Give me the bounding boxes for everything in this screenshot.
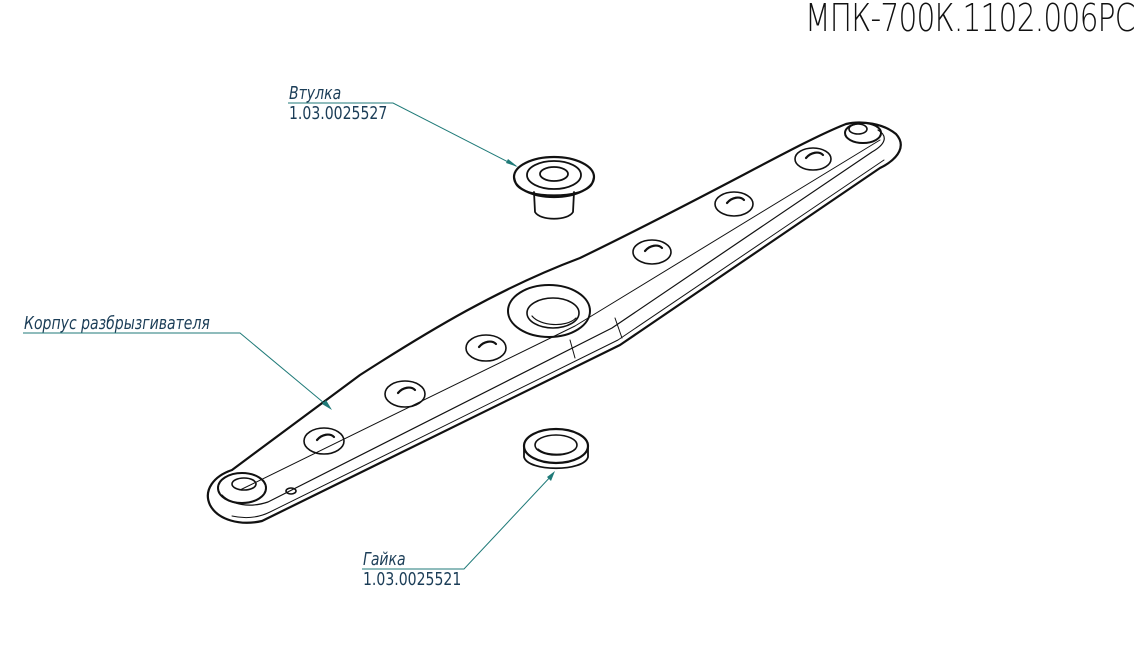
spray-arm-seam-left bbox=[569, 339, 576, 359]
nut-side bbox=[523, 445, 589, 470]
side-hole bbox=[285, 487, 297, 495]
bushing-flange-side bbox=[513, 176, 595, 197]
callout-nut-name: Гайка bbox=[363, 549, 406, 570]
nozzle bbox=[303, 427, 345, 455]
end-cap-right-inner bbox=[848, 123, 868, 135]
end-cap-right bbox=[844, 122, 882, 144]
bushing-ring bbox=[526, 160, 582, 190]
spray-arm-outline bbox=[206, 121, 902, 524]
hub-bore bbox=[531, 315, 577, 326]
end-cap-left-inner bbox=[231, 477, 257, 491]
callout-bushing-name: Втулка bbox=[289, 83, 342, 104]
document-code: МПК-700К.1102.006РС bbox=[805, 0, 1135, 40]
arrow-bushing bbox=[506, 159, 518, 167]
leader-body bbox=[23, 332, 331, 409]
callout-nut: Гайка 1.03.0025521 bbox=[363, 550, 461, 590]
nozzle bbox=[714, 191, 754, 217]
spray-arm-body bbox=[206, 121, 902, 524]
arrow-body bbox=[322, 400, 332, 410]
leader-arrows bbox=[322, 159, 555, 481]
nozzle bbox=[632, 239, 672, 265]
arrow-nut bbox=[547, 471, 555, 481]
leader-bushing bbox=[288, 102, 517, 167]
callout-bushing-code: 1.03.0025527 bbox=[289, 103, 388, 124]
nut-top-outer bbox=[522, 427, 590, 465]
end-cap-left bbox=[217, 472, 267, 504]
bushing-shank bbox=[533, 191, 575, 220]
nozzle bbox=[384, 380, 426, 408]
nozzle bbox=[794, 147, 832, 171]
spray-arm-lower-edge bbox=[231, 159, 885, 519]
leader-nut bbox=[362, 473, 554, 570]
hub-outer-ring bbox=[507, 284, 591, 338]
callout-body: Корпус разбрызгивателя bbox=[24, 314, 210, 334]
spray-arm-rib bbox=[239, 139, 881, 491]
spray-arm-top-edge bbox=[221, 129, 885, 506]
bushing-bore bbox=[539, 166, 569, 182]
nut-top-inner bbox=[534, 434, 578, 456]
bushing-part bbox=[512, 155, 596, 220]
leader-lines bbox=[23, 102, 554, 570]
nozzle bbox=[465, 334, 507, 362]
callout-bushing: Втулка 1.03.0025527 bbox=[289, 84, 387, 124]
spray-arm-seam-right bbox=[614, 317, 623, 339]
callout-body-name: Корпус разбрызгивателя bbox=[24, 313, 210, 334]
hub-inner-ring bbox=[526, 297, 580, 329]
nut-bore-lower bbox=[537, 448, 576, 455]
callout-nut-code: 1.03.0025521 bbox=[363, 569, 462, 590]
nut-part bbox=[522, 427, 590, 470]
